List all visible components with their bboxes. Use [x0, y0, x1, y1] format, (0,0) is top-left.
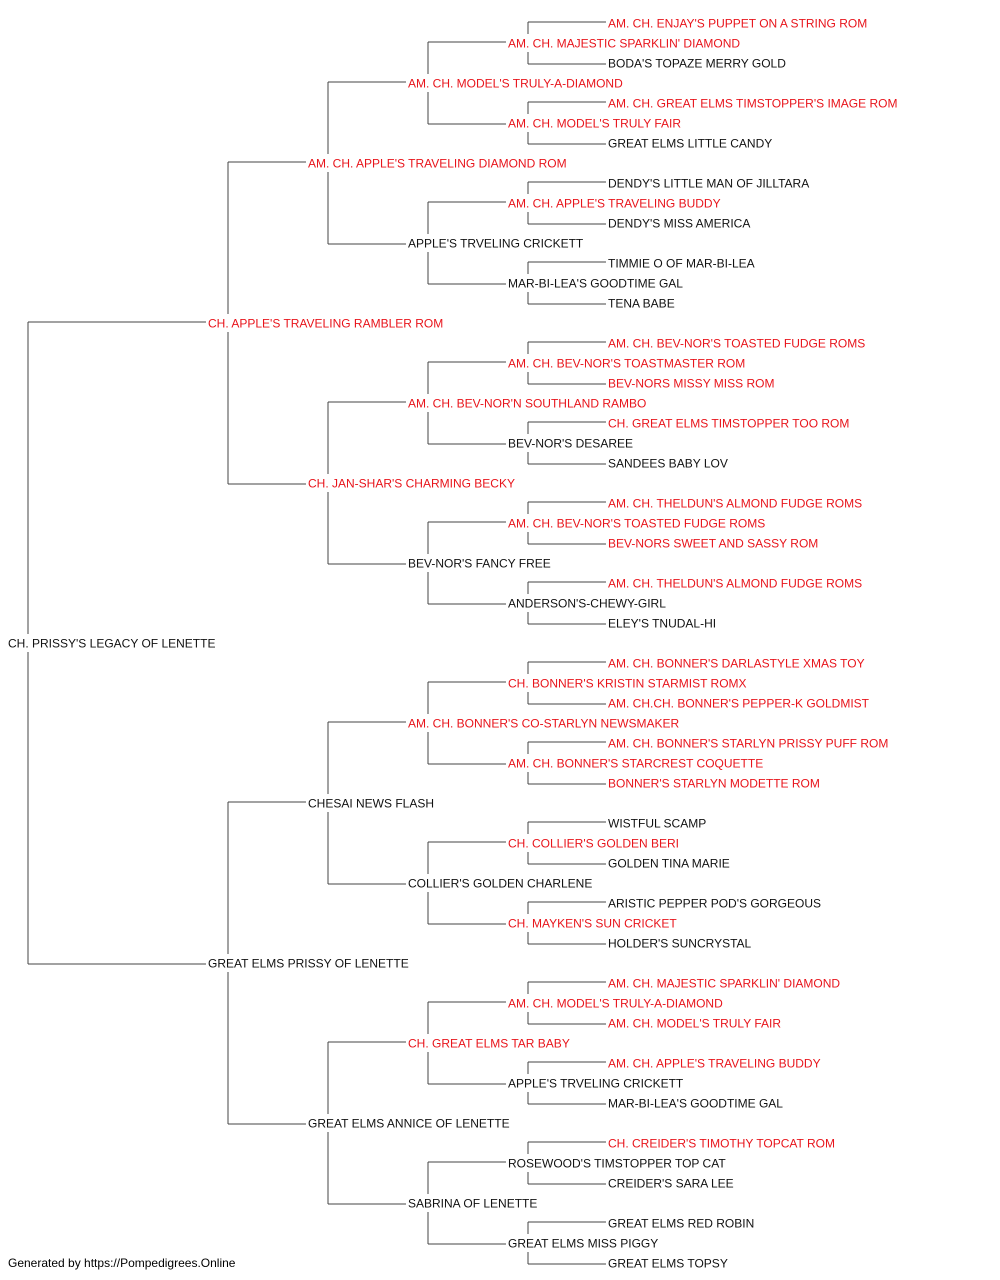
dog-name: GREAT ELMS LITTLE CANDY: [608, 137, 772, 151]
dog-name: GREAT ELMS PRISSY OF LENETTE: [208, 957, 409, 971]
dog-name: GREAT ELMS ANNICE OF LENETTE: [308, 1117, 510, 1131]
dog-name: GREAT ELMS MISS PIGGY: [508, 1237, 658, 1251]
dog-name: GOLDEN TINA MARIE: [608, 857, 730, 871]
dog-name: CREIDER'S SARA LEE: [608, 1177, 734, 1191]
dog-name: ROSEWOOD'S TIMSTOPPER TOP CAT: [508, 1157, 726, 1171]
dog-name: AM. CH. BEV-NOR'S TOASTED FUDGE ROMS: [508, 517, 765, 531]
dog-name: APPLE'S TRVELING CRICKETT: [508, 1077, 684, 1091]
dog-name: CH. GREAT ELMS TAR BABY: [408, 1037, 570, 1051]
dog-name: TIMMIE O OF MAR-BI-LEA: [608, 257, 755, 271]
dog-name: CH. MAYKEN'S SUN CRICKET: [508, 917, 677, 931]
dog-name: TENA BABE: [608, 297, 675, 311]
dog-name: BEV-NORS SWEET AND SASSY ROM: [608, 537, 818, 551]
dog-name: SANDEES BABY LOV: [608, 457, 728, 471]
dog-name: AM. CH. BONNER'S DARLASTYLE XMAS TOY: [608, 657, 865, 671]
dog-name: AM. CH. THELDUN'S ALMOND FUDGE ROMS: [608, 577, 862, 591]
dog-name: AM. CH. BEV-NOR'S TOASTMASTER ROM: [508, 357, 745, 371]
dog-name: GREAT ELMS RED ROBIN: [608, 1217, 754, 1231]
dog-name: DENDY'S MISS AMERICA: [608, 217, 750, 231]
dog-name: AM. CH. MODEL'S TRULY FAIR: [608, 1017, 781, 1031]
dog-name: AM. CH. GREAT ELMS TIMSTOPPER'S IMAGE RO…: [608, 97, 897, 111]
dog-name: AM. CH. BONNER'S STARCREST COQUETTE: [508, 757, 763, 771]
dog-name: AM. CH. MAJESTIC SPARKLIN' DIAMOND: [508, 37, 740, 51]
dog-name: BONNER'S STARLYN MODETTE ROM: [608, 777, 820, 791]
dog-name: AM. CH. THELDUN'S ALMOND FUDGE ROMS: [608, 497, 862, 511]
dog-name: CH. COLLIER'S GOLDEN BERI: [508, 837, 679, 851]
dog-name: COLLIER'S GOLDEN CHARLENE: [408, 877, 592, 891]
dog-name: ANDERSON'S-CHEWY-GIRL: [508, 597, 666, 611]
dog-name: WISTFUL SCAMP: [608, 817, 706, 831]
dog-name: AM. CH. APPLE'S TRAVELING BUDDY: [508, 197, 721, 211]
dog-name: APPLE'S TRVELING CRICKETT: [408, 237, 584, 251]
dog-name: MAR-BI-LEA'S GOODTIME GAL: [508, 277, 683, 291]
dog-name: SABRINA OF LENETTE: [408, 1197, 537, 1211]
footer-credit: Generated by https://Pompedigrees.Online: [8, 1256, 236, 1270]
dog-name: DENDY'S LITTLE MAN OF JILLTARA: [608, 177, 809, 191]
dog-name: AM. CH. MODEL'S TRULY-A-DIAMOND: [508, 997, 723, 1011]
dog-name: CH. GREAT ELMS TIMSTOPPER TOO ROM: [608, 417, 849, 431]
dog-name: CH. PRISSY'S LEGACY OF LENETTE: [8, 637, 215, 651]
dog-name: AM. CH. ENJAY'S PUPPET ON A STRING ROM: [608, 17, 867, 31]
dog-name: AM. CH. MODEL'S TRULY-A-DIAMOND: [408, 77, 623, 91]
dog-name: ARISTIC PEPPER POD'S GORGEOUS: [608, 897, 821, 911]
dog-name: BEV-NOR'S DESAREE: [508, 437, 633, 451]
dog-name: AM. CH. APPLE'S TRAVELING DIAMOND ROM: [308, 157, 567, 171]
dog-name: HOLDER'S SUNCRYSTAL: [608, 937, 752, 951]
dog-name: AM. CH. MAJESTIC SPARKLIN' DIAMOND: [608, 977, 840, 991]
dog-name: MAR-BI-LEA'S GOODTIME GAL: [608, 1097, 783, 1111]
dog-name: GREAT ELMS TOPSY: [608, 1257, 728, 1271]
dog-name: CHESAI NEWS FLASH: [308, 797, 434, 811]
dog-name: CH. BONNER'S KRISTIN STARMIST ROMX: [508, 677, 747, 691]
dog-name: AM. CH. BONNER'S STARLYN PRISSY PUFF ROM: [608, 737, 888, 751]
dog-name: AM. CH. APPLE'S TRAVELING BUDDY: [608, 1057, 821, 1071]
dog-name: AM. CH. BEV-NOR'N SOUTHLAND RAMBO: [408, 397, 646, 411]
dog-name: CH. CREIDER'S TIMOTHY TOPCAT ROM: [608, 1137, 835, 1151]
dog-name: AM. CH. BEV-NOR'S TOASTED FUDGE ROMS: [608, 337, 865, 351]
dog-name: BEV-NORS MISSY MISS ROM: [608, 377, 774, 391]
dog-name: ELEY'S TNUDAL-HI: [608, 617, 716, 631]
dog-name: AM. CH. MODEL'S TRULY FAIR: [508, 117, 681, 131]
dog-name: CH. APPLE'S TRAVELING RAMBLER ROM: [208, 317, 443, 331]
dog-name: CH. JAN-SHAR'S CHARMING BECKY: [308, 477, 515, 491]
dog-name: BODA'S TOPAZE MERRY GOLD: [608, 57, 786, 71]
dog-name: AM. CH.CH. BONNER'S PEPPER-K GOLDMIST: [608, 697, 870, 711]
dog-name: AM. CH. BONNER'S CO-STARLYN NEWSMAKER: [408, 717, 680, 731]
dog-name: BEV-NOR'S FANCY FREE: [408, 557, 551, 571]
